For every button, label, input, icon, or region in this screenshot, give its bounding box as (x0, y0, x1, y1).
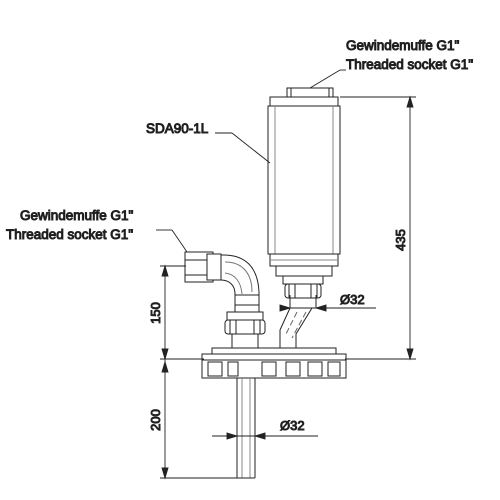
lower-union (224, 311, 266, 349)
filter-cylinder (267, 96, 341, 277)
dip-tube (236, 378, 256, 479)
diameter-lower-label: Ø32 (280, 418, 305, 433)
diameter-upper-label: Ø32 (340, 292, 365, 307)
top-socket-label-en: Threaded socket G1" (346, 57, 473, 72)
dimension-150: 150 (148, 302, 163, 324)
left-socket-elbow (184, 251, 260, 313)
model-label: SDA90-1L (146, 121, 209, 136)
dimension-200: 200 (148, 409, 163, 431)
upper-union (282, 275, 324, 309)
dimension-435: 435 (393, 229, 408, 251)
left-socket-label-en: Threaded socket G1" (6, 227, 133, 242)
flange (201, 347, 347, 379)
left-socket-label-de: Gewindemuffe G1" (20, 208, 134, 223)
top-socket-label-de: Gewindemuffe G1" (346, 38, 460, 53)
leader-lines (156, 69, 346, 253)
dimension-lines (160, 95, 416, 480)
angled-pipe (279, 307, 313, 349)
